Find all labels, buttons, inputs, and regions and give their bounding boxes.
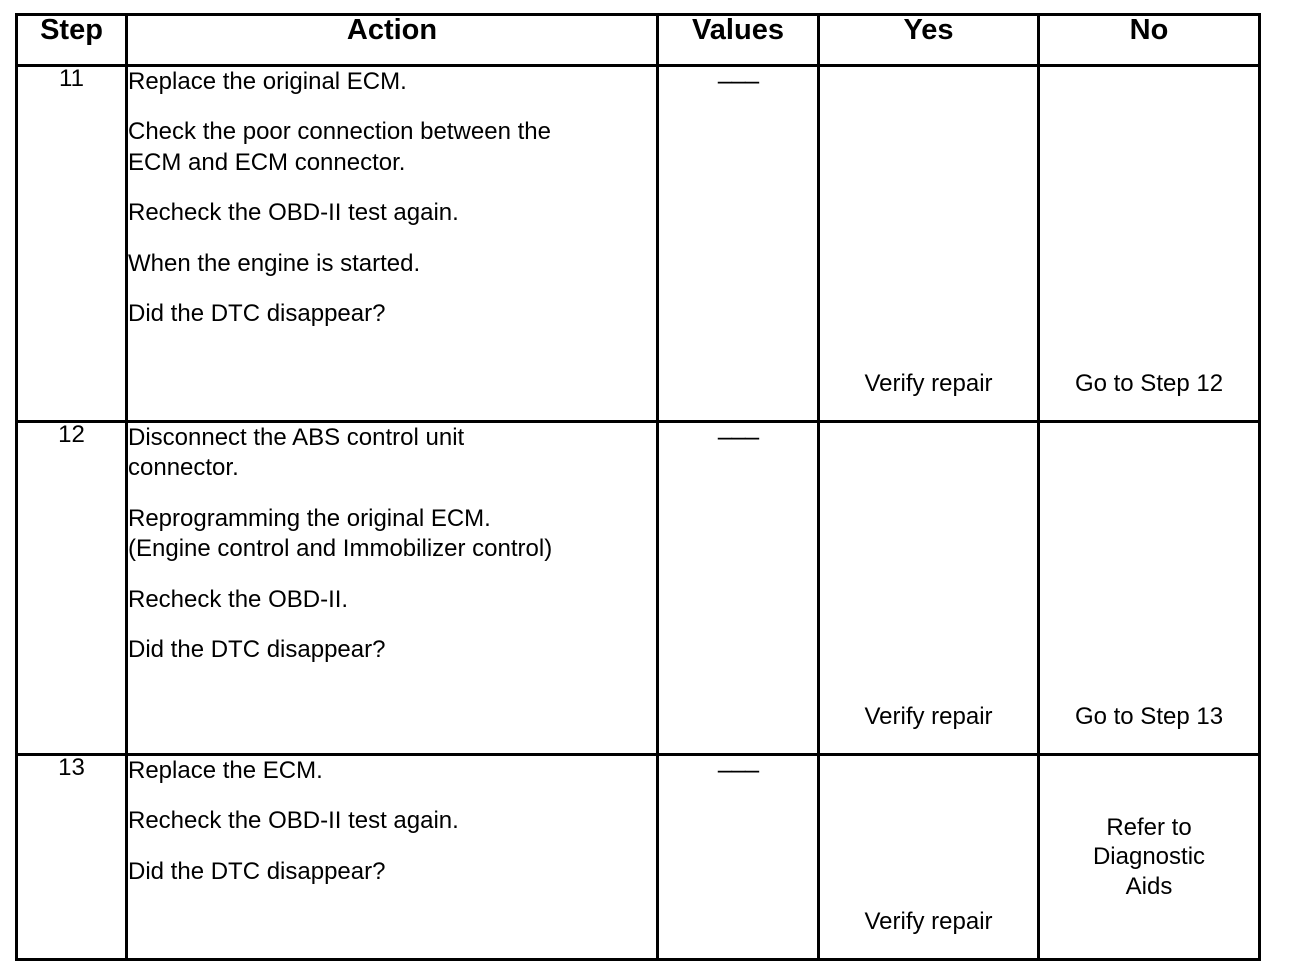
values-cell: –––	[656, 753, 820, 961]
action-line: Reprogramming the original ECM. (Engine …	[128, 504, 553, 563]
column-header-action: Action	[125, 13, 659, 67]
table-row: 12 Disconnect the ABS control unit conne…	[15, 420, 1261, 756]
column-header-step: Step	[15, 13, 128, 67]
table-row: 13 Replace the ECM. Recheck the OBD-II t…	[15, 753, 1261, 961]
yes-result: Verify repair	[817, 64, 1040, 423]
action-line: Disconnect the ABS control unit connecto…	[128, 424, 465, 482]
action-line: Did the DTC disappear?	[128, 636, 386, 664]
column-header-values: Values	[656, 13, 820, 67]
action-line: Recheck the OBD-II test again.	[128, 807, 459, 835]
action-line: Recheck the OBD-II.	[128, 585, 349, 613]
action-line: Did the DTC disappear?	[128, 857, 386, 885]
action-line: Check the poor connection between the EC…	[128, 118, 551, 176]
no-result: Refer to Diagnostic Aids	[1037, 753, 1261, 961]
diagnostic-steps-table: Step Action Values Yes No 11 Replace the…	[15, 13, 1261, 961]
no-value-dashes: –––	[717, 421, 759, 451]
values-cell: –––	[656, 64, 820, 423]
action-cell: Replace the original ECM. Check the poor…	[125, 64, 659, 423]
table-row: 11 Replace the original ECM. Check the p…	[15, 64, 1261, 423]
action-line: When the engine is started.	[128, 249, 421, 277]
yes-result: Verify repair	[817, 753, 1040, 961]
yes-result: Verify repair	[817, 420, 1040, 756]
action-line: Did the DTC disappear?	[128, 300, 386, 328]
column-header-yes: Yes	[817, 13, 1040, 67]
action-cell: Replace the ECM. Recheck the OBD-II test…	[125, 753, 659, 961]
document-page: Step Action Values Yes No 11 Replace the…	[15, 13, 1261, 961]
column-header-no: No	[1037, 13, 1261, 67]
step-number: 12	[15, 420, 128, 756]
no-result: Go to Step 12	[1037, 64, 1261, 423]
step-number: 11	[15, 64, 128, 423]
action-line: Replace the original ECM.	[128, 68, 407, 95]
values-cell: –––	[656, 420, 820, 756]
table-header-row: Step Action Values Yes No	[15, 13, 1261, 67]
no-value-dashes: –––	[717, 754, 759, 784]
no-value-dashes: –––	[717, 65, 759, 95]
no-result: Go to Step 13	[1037, 420, 1261, 756]
action-cell: Disconnect the ABS control unit connecto…	[125, 420, 659, 756]
action-line: Recheck the OBD-II test again.	[128, 199, 459, 227]
action-line: Replace the ECM.	[128, 757, 323, 784]
step-number: 13	[15, 753, 128, 961]
